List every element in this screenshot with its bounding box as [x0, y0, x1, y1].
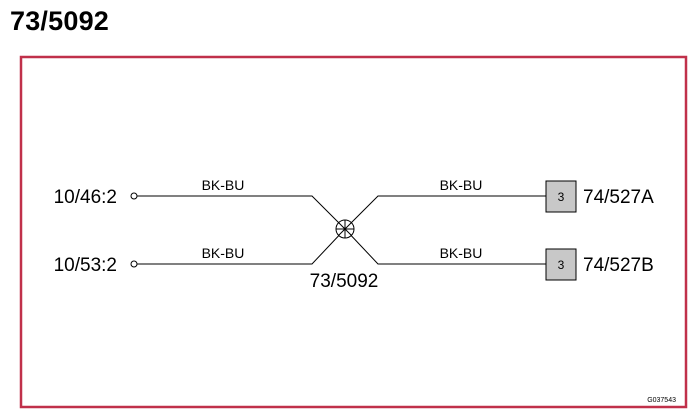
- splice-icon: [335, 219, 355, 239]
- connector-pin-top: 3: [558, 190, 565, 204]
- left-terminal-label-top: 10/46:2: [54, 187, 117, 208]
- wire-label-left-top: BK-BU: [202, 177, 245, 193]
- connector-pin-bottom: 3: [558, 258, 565, 272]
- wire-left-bottom: [137, 228, 346, 265]
- terminal-left-top: [130, 192, 138, 200]
- wire-label-left-bottom: BK-BU: [202, 245, 245, 261]
- left-terminal-label-bottom: 10/53:2: [54, 255, 117, 276]
- diagram-frame: [19, 55, 688, 409]
- figure-id: G037543: [647, 397, 676, 404]
- connector-box-74-527b: [545, 248, 577, 281]
- splice-label: 73/5092: [310, 271, 379, 292]
- terminal-left-bottom: [130, 260, 138, 268]
- wire-label-right-bottom: BK-BU: [440, 245, 483, 261]
- connector-box-74-527a: [545, 180, 577, 213]
- right-connector-label-top: 74/527A: [583, 187, 654, 208]
- wire-right-bottom: [344, 228, 546, 265]
- wire-right-top: [344, 195, 546, 230]
- wire-left-top: [137, 195, 346, 230]
- page-title: 73/5092: [10, 6, 109, 36]
- right-connector-label-bottom: 74/527B: [583, 255, 654, 276]
- wire-label-right-top: BK-BU: [440, 177, 483, 193]
